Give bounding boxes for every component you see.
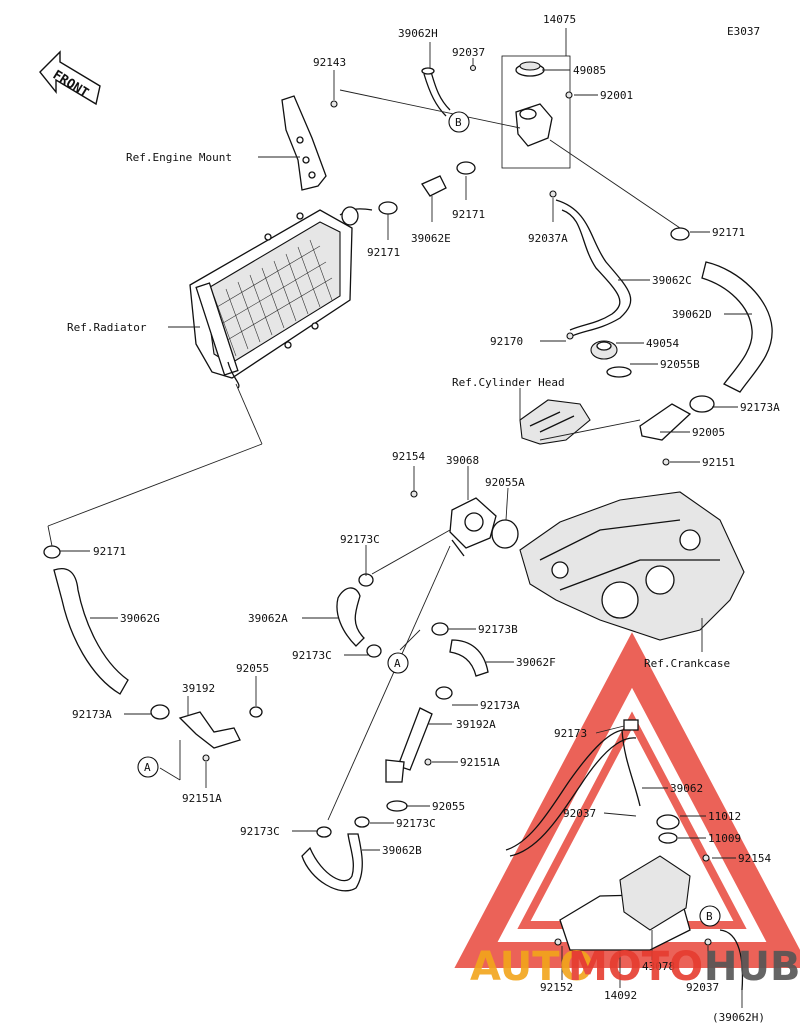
label-11009: 11009 [708,832,741,845]
label-43078: 43078 [642,960,675,973]
label-92055b: 92055B [660,358,700,371]
leader-lines [47,28,752,1008]
label-92171-c: 92171 [712,226,745,239]
cylinder-head-drawing [519,399,591,445]
crankcase-drawing [519,491,745,641]
label-39062f: 39062F [516,656,556,669]
label-92173c-br: 92173C [396,817,436,830]
callout-b-top: B [448,111,470,133]
label-92173c-top: 92173C [340,533,380,546]
oil-cooler-drawing [410,490,519,557]
label-92173b: 92173B [478,623,518,636]
callout-a-mid: A [387,652,409,674]
label-92037-top: 92037 [452,46,485,59]
label-14092: 14092 [604,989,637,1002]
watermark-auto: AUTO [470,944,594,990]
hoses-lower [43,545,489,892]
label-92143: 92143 [313,56,346,69]
label-92170: 92170 [490,335,523,348]
label-92151: 92151 [702,456,735,469]
label-39192a: 39192A [456,718,496,731]
svg-text:B: B [706,910,713,923]
label-92171-left: 92171 [93,545,126,558]
label-92173a-mid: 92173A [480,699,520,712]
label-92151a-left: 92151A [182,792,222,805]
watermark-hub: HUB [704,944,800,990]
label-92173c-bl: 92173C [240,825,280,838]
label-92171-a: 92171 [452,208,485,221]
hoses-upper [330,67,773,466]
front-arrow-icon: FRONT [39,50,101,106]
svg-text:A: A [394,657,401,670]
watermark-text: AUTO MOTO HUB [470,944,800,990]
svg-text:A: A [144,761,151,774]
label-39062h-bottom: (39062H) [712,1011,765,1024]
label-39062g: 39062G [120,612,160,625]
label-39062b: 39062B [382,844,422,857]
filler-neck-drawing [469,55,573,169]
label-ref-engine-mount: Ref.Engine Mount [126,151,232,164]
label-39062a: 39062A [248,612,288,625]
label-39062c: 39062C [652,274,692,287]
label-39192: 39192 [182,682,215,695]
label-92173: 92173 [554,727,587,740]
label-92037-br: 92037 [686,981,719,994]
label-92152: 92152 [540,981,573,994]
label-39062e: 39062E [411,232,451,245]
label-92154-bottom: 92154 [738,852,771,865]
label-92037a: 92037A [528,232,568,245]
label-92005: 92005 [692,426,725,439]
label-39068: 39068 [446,454,479,467]
label-92037-bottom: 92037 [563,807,596,820]
label-49054: 49054 [646,337,679,350]
label-92001: 92001 [600,89,633,102]
label-92154-mid: 92154 [392,450,425,463]
label-92055-mid: 92055 [432,800,465,813]
label-39062d: 39062D [672,308,712,321]
radiator-drawing [189,209,353,389]
label-92055-left: 92055 [236,662,269,675]
label-92151a-mid: 92151A [460,756,500,769]
label-ref-cylinder-head: Ref.Cylinder Head [452,376,565,389]
label-49085: 49085 [573,64,606,77]
label-11012: 11012 [708,810,741,823]
label-14075: 14075 [543,13,576,26]
label-39062h-top: 39062H [398,27,438,40]
watermark-moto: MOTO [568,944,703,990]
label-92055a: 92055A [485,476,525,489]
label-ref-radiator: Ref.Radiator [67,321,147,334]
label-ref-crankcase: Ref.Crankcase [644,657,730,670]
callout-a-left: A [137,756,159,778]
svg-text:B: B [455,116,462,129]
diagram-code: E3037 [727,25,760,38]
label-39062: 39062 [670,782,703,795]
callout-b-bottom: B [699,905,721,927]
label-92173a-left: 92173A [72,708,112,721]
label-92171-b: 92171 [367,246,400,259]
reservoir-drawing [505,719,744,991]
label-92173a-right: 92173A [740,401,780,414]
label-92173c-mid: 92173C [292,649,332,662]
engine-mount-drawing [281,95,327,191]
part-labels: 14075 39062H 92037 49085 92001 92143 Ref… [67,13,780,1024]
